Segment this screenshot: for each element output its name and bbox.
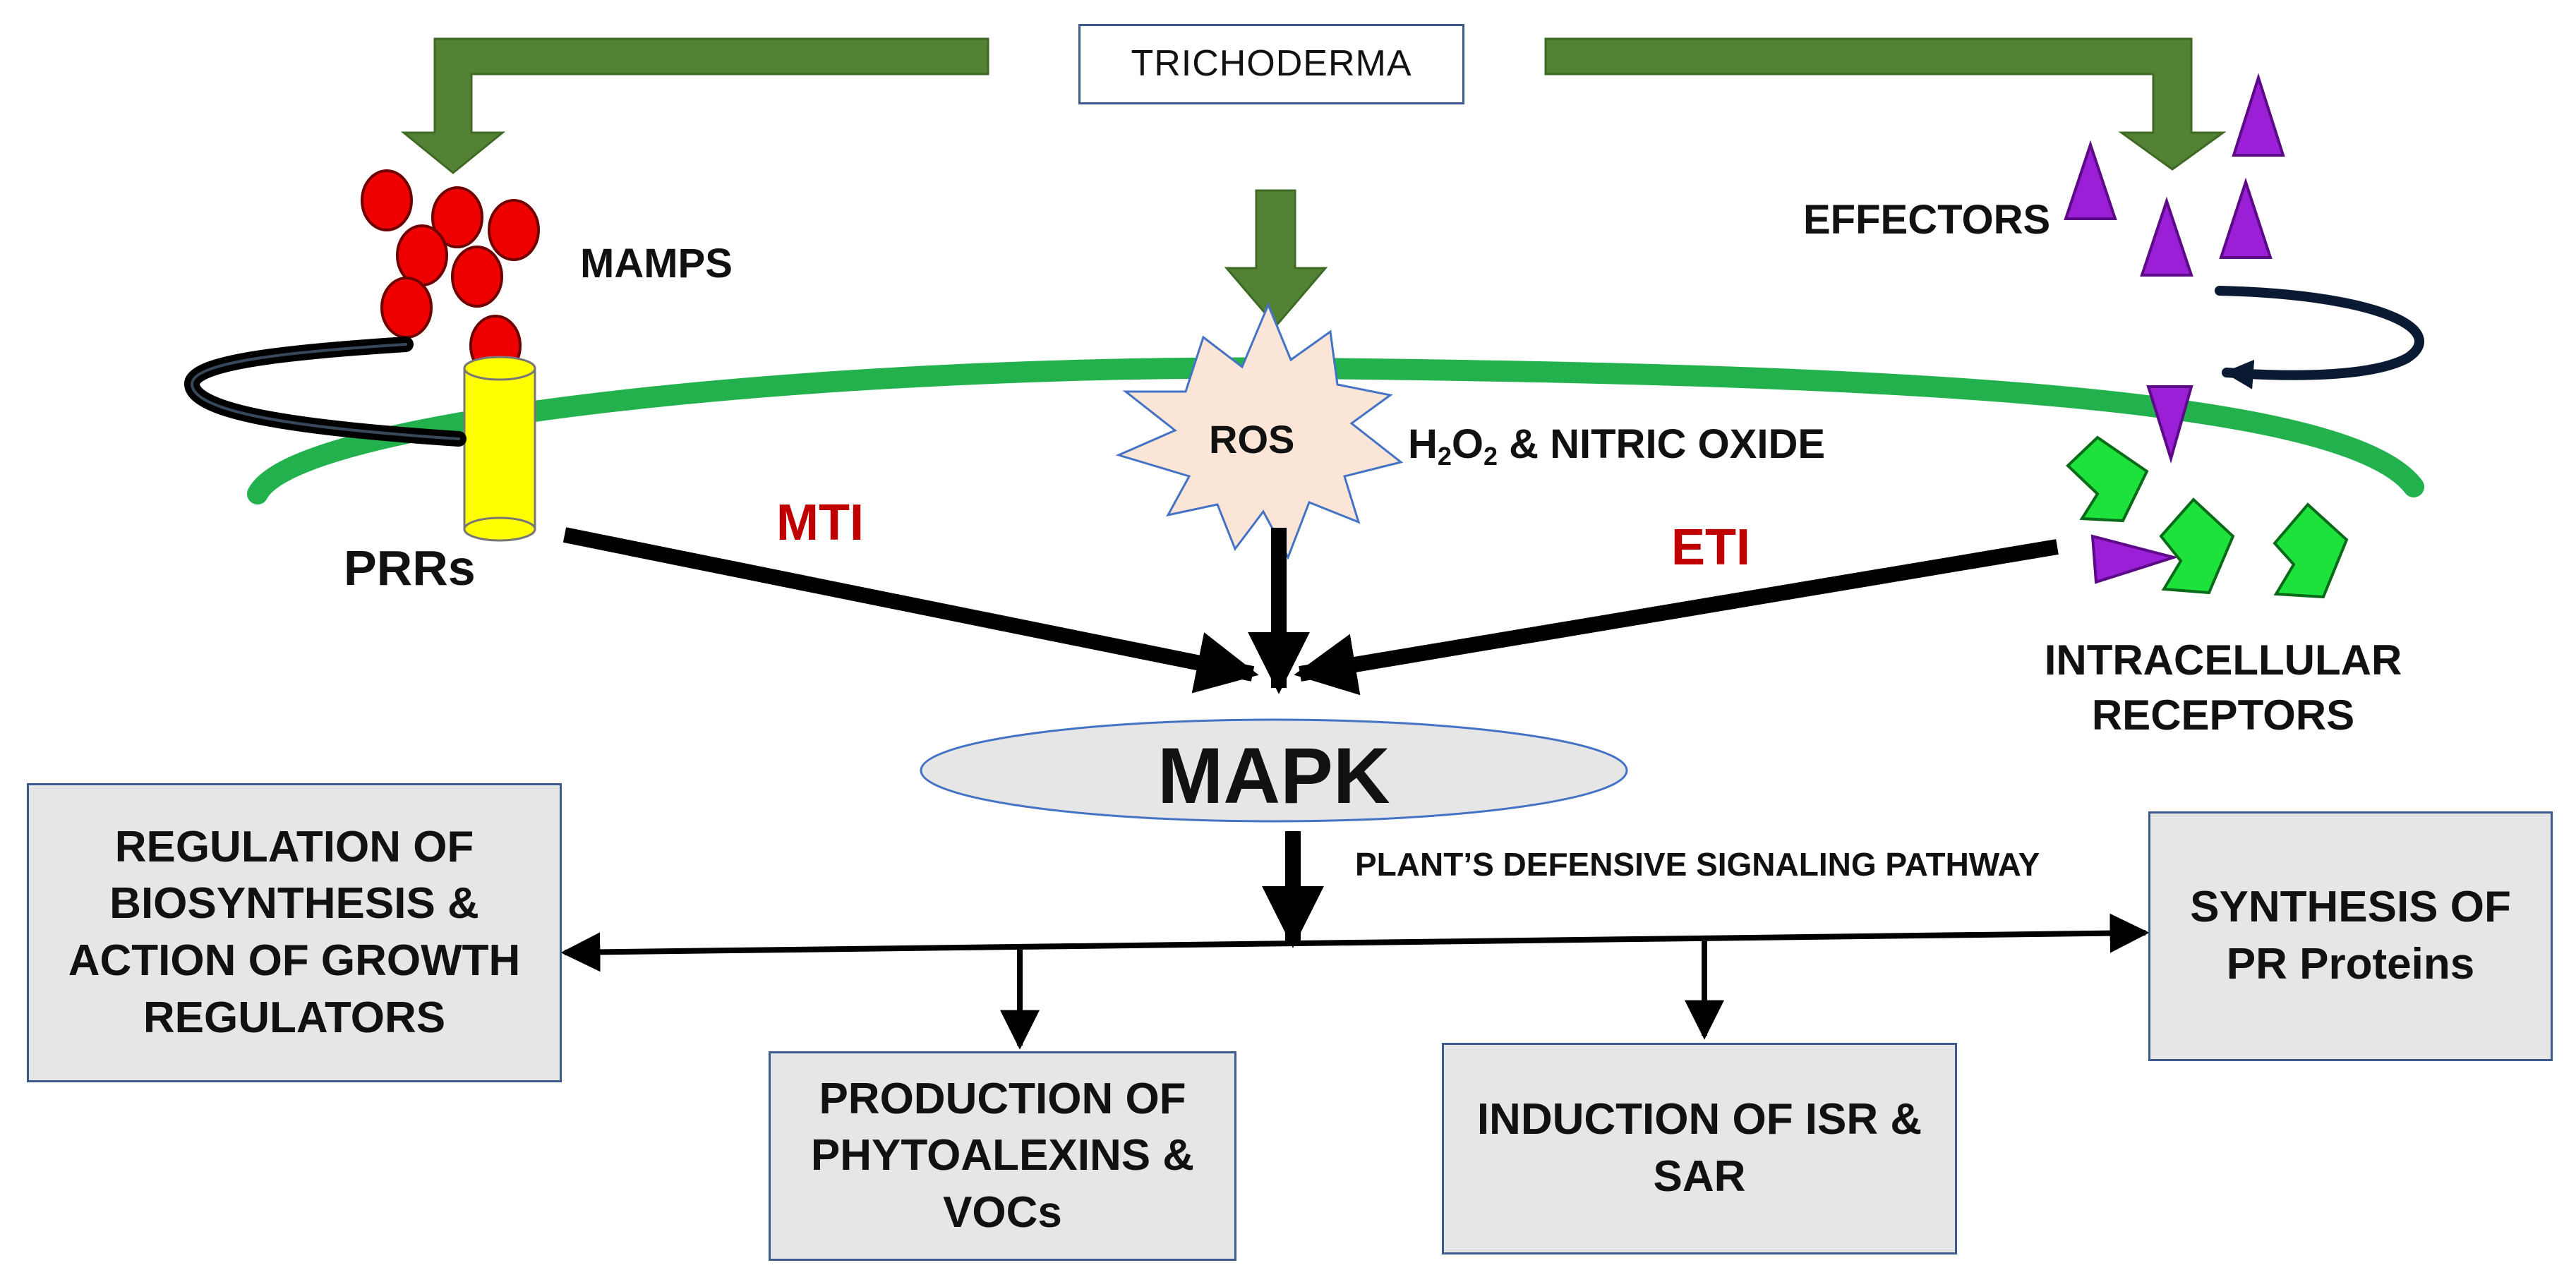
- eti-label: ETI: [1671, 519, 1751, 576]
- trichoderma-right-arrow: [1544, 37, 2227, 171]
- intracellular-line-2: RECEPTORS: [2091, 691, 2355, 739]
- h2o2-o: O: [1451, 421, 1484, 467]
- ros-label: ROS: [1209, 417, 1295, 461]
- trichoderma-label: TRICHODERMA: [1131, 43, 1412, 85]
- eti-to-mapk-arrow: [1294, 539, 2059, 696]
- growth-line-3: ACTION OF GROWTH: [68, 936, 521, 985]
- h2o2-sub-b: 2: [1483, 442, 1498, 471]
- h2o2-nitric-oxide-label: H2O2 & NITRIC OXIDE: [1408, 421, 1825, 471]
- nitric-oxide-text: & NITRIC OXIDE: [1498, 421, 1826, 467]
- h2o2-h: H: [1408, 421, 1438, 467]
- trichoderma-down-arrow: [1224, 189, 1328, 328]
- isr-sar-line-2: SAR: [1653, 1152, 1746, 1201]
- intracellular-line-1: INTRACELLULAR: [2044, 636, 2402, 684]
- trichoderma-left-arrow: [400, 37, 989, 174]
- growth-regulators-box: REGULATION OF BIOSYNTHESIS & ACTION OF G…: [27, 783, 562, 1082]
- phytoalexins-line-1: PRODUCTION OF: [819, 1074, 1186, 1123]
- growth-line-1: REGULATION OF: [114, 822, 474, 871]
- pathway-label: PLANT’S DEFENSIVE SIGNALING PATHWAY: [1355, 846, 2040, 883]
- pr-proteins-line-2: PR Proteins: [2226, 940, 2475, 988]
- mapk-label: MAPK: [1157, 732, 1390, 820]
- effector-entry-arrow: [2215, 286, 2424, 389]
- pr-proteins-box: SYNTHESIS OF PR Proteins: [2148, 811, 2553, 1061]
- growth-line-4: REGULATORS: [143, 993, 446, 1042]
- mti-label: MTI: [776, 495, 864, 551]
- intracellular-receptors-cluster: [2066, 435, 2349, 599]
- pathway-line: [560, 913, 2150, 972]
- phytoalexins-line-3: VOCs: [943, 1187, 1062, 1237]
- effectors-label: EFFECTORS: [1803, 197, 2051, 243]
- trichoderma-box: TRICHODERMA: [1078, 24, 1464, 104]
- h2o2-sub-a: 2: [1437, 442, 1452, 471]
- mamps-label: MAMPS: [580, 241, 733, 286]
- isr-sar-line-1: INDUCTION OF ISR &: [1476, 1095, 1922, 1144]
- mamps-cluster: [361, 169, 540, 377]
- ros-burst: [1115, 302, 1404, 560]
- prr-receptor: [463, 356, 536, 542]
- phytoalexins-box: PRODUCTION OF PHYTOALEXINS & VOCs: [769, 1051, 1236, 1261]
- prrs-label: PRRs: [344, 540, 476, 595]
- prr-to-mapk-arrow: [562, 527, 1259, 694]
- phytoalexins-line-2: PHYTOALEXINS &: [810, 1131, 1195, 1180]
- growth-line-2: BIOSYNTHESIS &: [109, 879, 479, 929]
- intracellular-receptors-label: INTRACELLULAR RECEPTORS: [2018, 621, 2428, 755]
- mapk-ellipse: [920, 718, 1628, 823]
- isr-sar-box: INDUCTION OF ISR & SAR: [1442, 1043, 1957, 1254]
- effectors-cluster: [2064, 73, 2285, 584]
- pr-proteins-line-1: SYNTHESIS OF: [2190, 883, 2511, 932]
